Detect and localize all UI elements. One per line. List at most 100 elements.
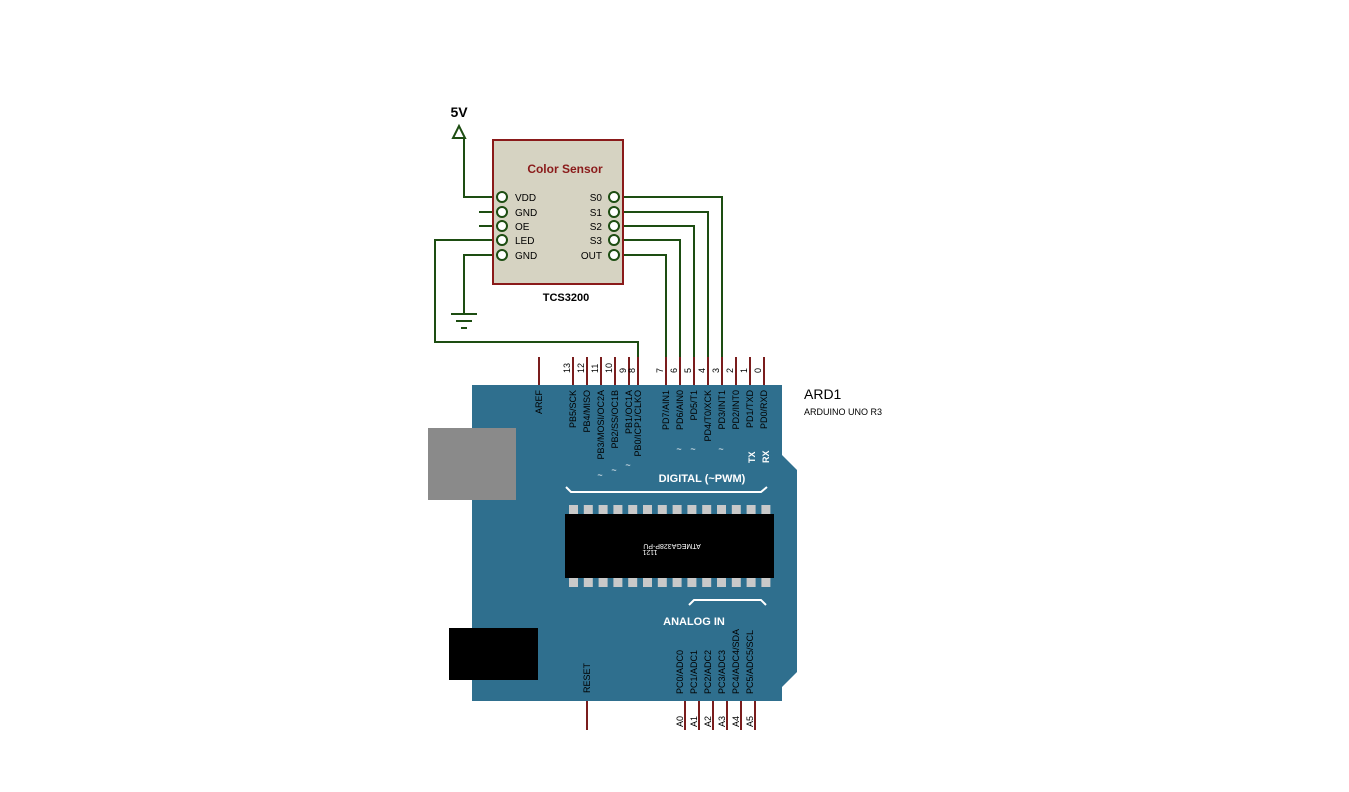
chip-leg xyxy=(643,578,652,587)
sensor-pin-icon xyxy=(496,249,508,261)
pin-number: 5 xyxy=(683,368,693,373)
sensor-left-pin-label: GND xyxy=(515,208,537,219)
pin-number: 1 xyxy=(739,368,749,373)
pin-number: 8 xyxy=(627,368,637,373)
arduino-model: ARDUINO UNO R3 xyxy=(804,407,882,417)
pin-number: 12 xyxy=(576,363,586,373)
chip-leg xyxy=(731,578,741,587)
sensor-pin-icon xyxy=(496,234,508,246)
sensor-part-label: TCS3200 xyxy=(543,292,589,304)
chip-leg xyxy=(613,505,623,514)
sensor-pin-icon xyxy=(608,191,620,203)
pin-name: PB0/ICP1/CLKO xyxy=(633,390,643,457)
pin-name: PD1/TXD xyxy=(745,390,755,429)
power-5v: 5V xyxy=(450,104,468,139)
sensor-pin-icon xyxy=(608,249,620,261)
chip-leg xyxy=(761,578,771,587)
chip-leg xyxy=(746,578,756,587)
pin-number: 13 xyxy=(562,363,572,373)
pin-name: PD0/RXD xyxy=(759,390,769,430)
chip-leg xyxy=(657,505,667,514)
sensor-right-pin-label: S0 xyxy=(590,193,603,204)
chip-sublabel: 1121 xyxy=(642,548,657,555)
chip-leg xyxy=(643,505,652,514)
analog-pin-number: A0 xyxy=(675,716,685,727)
pin-number: 11 xyxy=(590,364,600,373)
wire-s0 xyxy=(621,196,723,360)
sensor-left-pin-label: OE xyxy=(515,222,530,233)
arduino-ref: ARD1 xyxy=(804,386,842,402)
pin-name: PD3/INT1 xyxy=(717,390,727,430)
analog-pin-name: PC0/ADC0 xyxy=(675,650,685,694)
chip-leg xyxy=(583,505,593,514)
analog-pin-number: A5 xyxy=(745,716,755,727)
power-label: 5V xyxy=(450,104,468,120)
chip-leg xyxy=(628,578,638,587)
pin-name: PB3/MOSI/OC2A xyxy=(596,390,606,460)
sensor-body xyxy=(492,139,624,285)
pin-name: PD7/AIN1 xyxy=(661,390,671,430)
wire-s3 xyxy=(621,239,681,360)
analog-label: ANALOG IN xyxy=(663,616,725,628)
analog-pin-number: A4 xyxy=(731,716,741,727)
chip-leg xyxy=(657,578,667,587)
pwm-tilde: ~ xyxy=(718,444,723,454)
pin-number: 4 xyxy=(697,368,707,373)
tx-label: TX xyxy=(747,451,757,463)
pin-number: 3 xyxy=(711,368,721,373)
pin-number: 6 xyxy=(669,368,679,373)
chip-leg xyxy=(613,578,623,587)
sensor-pin-icon xyxy=(608,234,620,246)
analog-pins: PC0/ADC0A0PC1/ADC1A1PC2/ADC2A2PC3/ADC3A3… xyxy=(675,629,756,730)
analog-pin-name: PC2/ADC2 xyxy=(703,650,713,694)
analog-pin-name: PC1/ADC1 xyxy=(689,650,699,694)
pin-number: 9 xyxy=(618,368,628,373)
wire-led-d8 xyxy=(434,239,639,360)
chip-leg xyxy=(702,505,712,514)
rx-label: RX xyxy=(761,450,771,463)
chip-leg xyxy=(687,505,697,514)
pwm-tilde: ~ xyxy=(625,460,630,470)
sensor-left-pin-label: VDD xyxy=(515,193,536,204)
chip-body xyxy=(565,514,774,578)
chip-leg xyxy=(761,505,771,514)
usb-connector xyxy=(428,428,516,500)
pwm-tilde: ~ xyxy=(597,470,602,480)
reset-label: RESET xyxy=(582,662,592,693)
chip-leg xyxy=(746,505,756,514)
analog-pin-number: A3 xyxy=(717,716,727,727)
analog-pin-number: A1 xyxy=(689,716,699,727)
analog-pin-number: A2 xyxy=(703,716,713,727)
pin-number: 10 xyxy=(604,363,614,373)
sensor-pin-icon xyxy=(496,220,508,232)
chip-leg xyxy=(672,578,682,587)
pwm-tilde: ~ xyxy=(611,465,616,475)
sensor-pin-icon xyxy=(608,220,620,232)
sensor-left-pin-label: LED xyxy=(515,236,534,247)
chip-leg xyxy=(598,505,608,514)
digital-label: DIGITAL (~PWM) xyxy=(659,473,746,485)
analog-pin-name: PC4/ADC4/SDA xyxy=(731,629,741,694)
chip-leg xyxy=(731,505,741,514)
arduino-board[interactable]: ATMEGA328P-PU 1121 DIGITAL (~PWM) ANALOG… xyxy=(428,357,797,730)
wire-vdd xyxy=(463,138,495,198)
chip-leg xyxy=(598,578,608,587)
chip-leg xyxy=(717,578,726,587)
wire-s2 xyxy=(621,225,695,360)
analog-pin-name: PC5/ADC5/SCL xyxy=(745,630,755,694)
sensor-pin-icon xyxy=(608,206,620,218)
chip-leg xyxy=(672,505,682,514)
pwm-tilde: ~ xyxy=(676,444,681,454)
sensor-pin-icon xyxy=(496,206,508,218)
sensor-left-pin-label: GND xyxy=(515,251,537,262)
pin-name: PD6/AIN0 xyxy=(675,390,685,430)
digital-pins: AREF13PB5/SCK12PB4/MISO11PB3/MOSI/OC2A~1… xyxy=(534,357,769,480)
pin-number: 7 xyxy=(655,368,665,373)
ground-icon xyxy=(451,313,477,329)
pin-name: PD4/T0/XCK xyxy=(703,390,713,442)
digital-bracket xyxy=(565,486,768,493)
analog-bracket xyxy=(688,599,767,606)
